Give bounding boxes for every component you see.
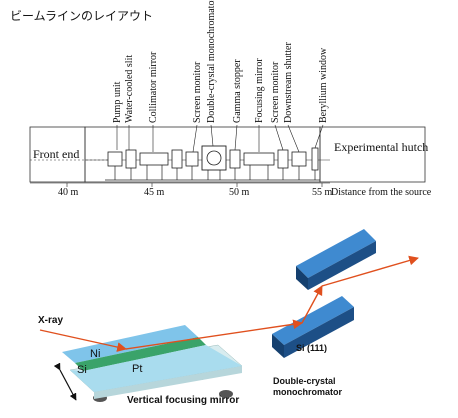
beamline-layout: Front end Experimental hutch [29, 0, 432, 198]
ni-stripe [62, 325, 198, 363]
mono-caption-line1: Double-crystal [273, 376, 336, 386]
label-focusing-mirror: Focusing mirror [254, 58, 265, 123]
label-water-cooled-slit: Water-cooled slit [124, 55, 135, 123]
x-ray-beam [39, 255, 419, 352]
label-collimator-mirror: Collimator mirror [148, 51, 159, 123]
figure-title: ビームラインのレイアウト [10, 9, 153, 23]
si111-label: Si (111) [296, 343, 327, 353]
optics-illustration: Ni Si Pt X-ray Si (111) Vertical focusin… [38, 229, 419, 406]
beamline-components [105, 145, 320, 181]
label-screen-monitor-2: Screen monitor [270, 61, 281, 123]
ni-label: Ni [90, 348, 100, 360]
tick-55m: 55 m [312, 187, 333, 198]
pt-stripe [70, 345, 242, 392]
label-screen-monitor-1: Screen monitor [192, 61, 203, 123]
mirror-caption: Vertical focusing mirror [127, 395, 239, 406]
label-gamma-stopper: Gamma stopper [232, 59, 243, 123]
si-stripe [75, 337, 206, 371]
component-labels: Pump unit Water-cooled slit Collimator m… [112, 0, 329, 123]
label-pump-unit: Pump unit [112, 81, 123, 123]
tick-50m: 50 m [229, 187, 250, 198]
label-beryllium-window: Beryllium window [318, 47, 329, 123]
label-double-crystal-monochromator: Double-crystal monochromator [206, 0, 217, 123]
focusing-mirror: Ni Si Pt [62, 325, 243, 402]
distance-axis: 40 m 45 m 50 m 55 m Distance from the so… [30, 182, 432, 198]
axis-label: Distance from the source [331, 187, 432, 198]
pt-label: Pt [132, 363, 142, 375]
label-downstream-shutter: Downstream shutter [283, 42, 294, 123]
tick-45m: 45 m [144, 187, 165, 198]
upper-crystal [296, 229, 376, 290]
label-leaders [116, 124, 324, 153]
lower-crystal [272, 296, 354, 358]
experimental-hutch-label: Experimental hutch [334, 140, 428, 154]
experimental-hutch-box [319, 126, 426, 183]
front-end-label: Front end [33, 147, 79, 161]
tick-40m: 40 m [58, 187, 79, 198]
x-ray-label: X-ray [38, 315, 63, 326]
mono-caption-line2: monochromator [273, 387, 343, 397]
si-label: Si [77, 364, 87, 376]
translation-arrow [53, 362, 77, 401]
